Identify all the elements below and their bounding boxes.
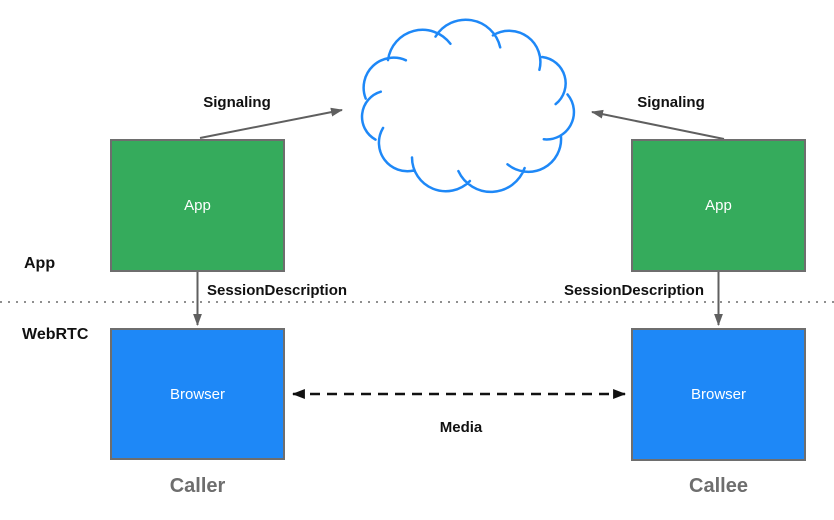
callee-app-box: App	[631, 139, 806, 272]
session-description-label-callee: SessionDescription	[563, 282, 704, 299]
callee-app-box-label: App	[705, 197, 732, 214]
callee-browser-box-label: Browser	[690, 386, 746, 403]
session-description-label-caller: SessionDescription	[207, 282, 348, 299]
app-layer-label: App	[24, 255, 56, 272]
signaling-label-caller: Signaling	[203, 94, 271, 111]
caller-role-label: Caller	[169, 475, 226, 497]
signaling-network-cloud	[360, 18, 576, 194]
caller-app-box: App	[110, 139, 285, 272]
webrtc-layer-label: WebRTC	[22, 326, 89, 343]
callee-browser-box: Browser	[631, 328, 806, 461]
media-label: Media	[439, 419, 483, 436]
caller-browser-box-label: Browser	[169, 385, 225, 403]
signaling-arrow-callee	[591, 109, 725, 140]
caller-app-box-label: App	[184, 197, 211, 214]
signaling-arrow-caller	[199, 107, 343, 139]
callee-role-label: Callee	[689, 475, 748, 497]
signaling-label-callee: Signaling	[637, 94, 705, 111]
caller-browser-box: Browser	[110, 328, 285, 460]
